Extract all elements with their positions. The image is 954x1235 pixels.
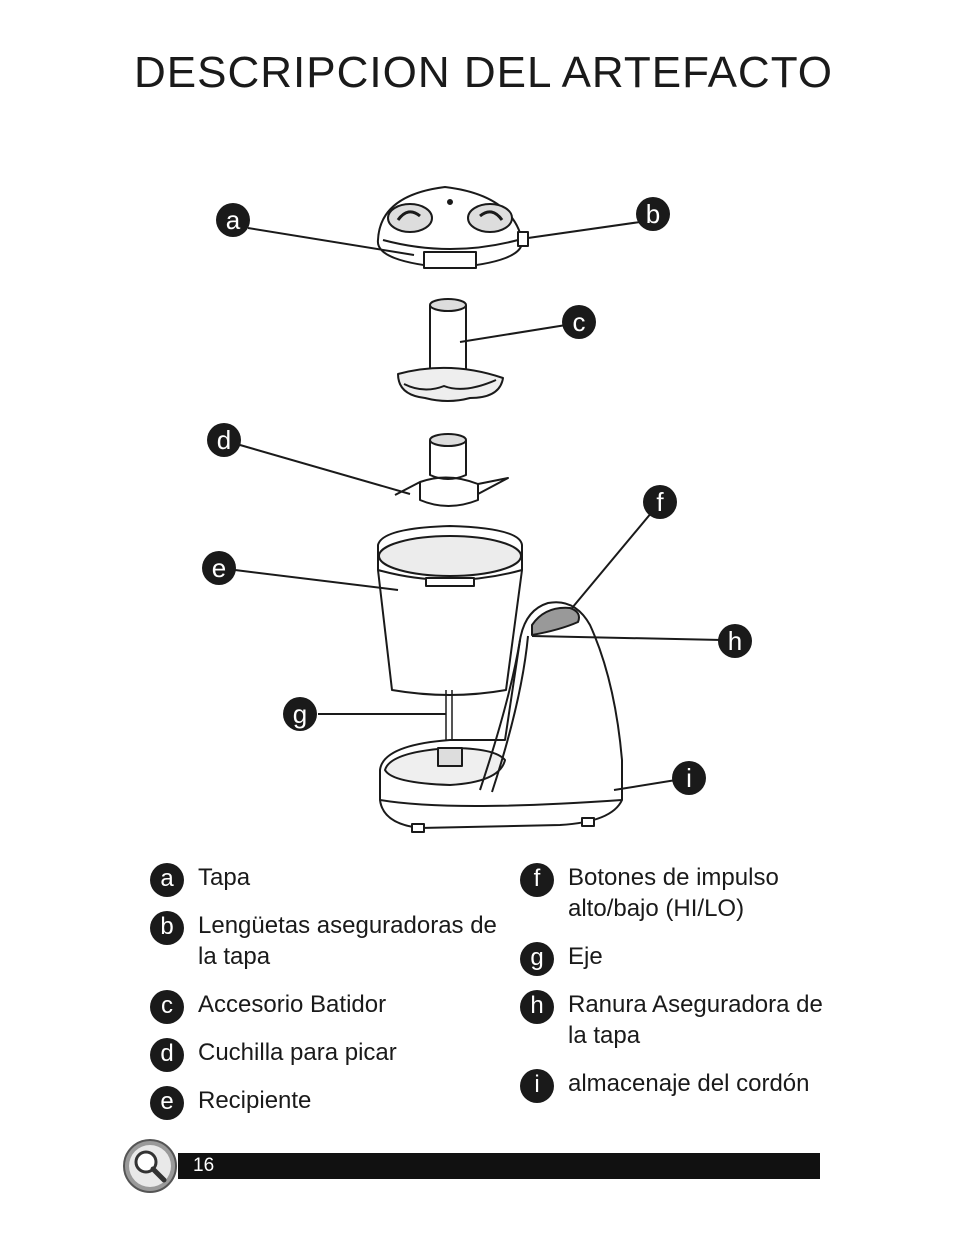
callout-i: i bbox=[672, 761, 706, 795]
bowl-part bbox=[377, 525, 523, 696]
legend-text-g: Eje bbox=[568, 943, 603, 970]
legend-badge-a: a bbox=[150, 863, 184, 897]
legend-item-c: c Accesorio Batidor bbox=[150, 989, 498, 1024]
legend-item-f: f Botones de impulso alto/bajo (HI/LO) bbox=[520, 862, 818, 924]
legend-badge-e: e bbox=[150, 1086, 184, 1120]
callout-a-label: a bbox=[226, 205, 241, 235]
callout-g-label: g bbox=[293, 699, 307, 729]
appliance-diagram: a b c d e f h g i bbox=[202, 186, 752, 833]
footer-bar bbox=[178, 1153, 820, 1179]
legend-item-g: g Eje bbox=[520, 941, 828, 976]
legend-item-b: b Lengüetas aseguradoras de la tapa bbox=[150, 910, 498, 972]
legend-text-a: Tapa bbox=[198, 864, 251, 891]
legend-badge-h: h bbox=[520, 990, 554, 1024]
legend-badge-c: c bbox=[150, 990, 184, 1024]
legend-badge-d: d bbox=[150, 1038, 184, 1072]
legend-item-h: h Ranura Aseguradora de la tapa bbox=[520, 989, 828, 1051]
callout-i-label: i bbox=[686, 763, 692, 793]
callout-b-label: b bbox=[646, 199, 660, 229]
callout-e: e bbox=[202, 551, 236, 585]
callout-f-label: f bbox=[656, 487, 664, 517]
callout-d-label: d bbox=[217, 425, 231, 455]
legend-item-i: i almacenaje del cordón bbox=[520, 1068, 828, 1103]
callout-g: g bbox=[283, 697, 317, 731]
magnifier-icon bbox=[123, 1139, 177, 1193]
page-number: 16 bbox=[193, 1155, 215, 1176]
callout-f: f bbox=[643, 485, 677, 519]
callout-h: h bbox=[718, 624, 752, 658]
legend-item-a: a Tapa bbox=[150, 862, 498, 897]
legend-text-d: Cuchilla para picar bbox=[198, 1039, 397, 1066]
legend-item-d: d Cuchilla para picar bbox=[150, 1037, 498, 1072]
legend-text-e: Recipiente bbox=[198, 1087, 312, 1114]
callout-e-label: e bbox=[212, 553, 226, 583]
callout-b: b bbox=[636, 197, 670, 231]
legend-text-f: Botones de impulso alto/bajo (HI/LO) bbox=[568, 864, 779, 922]
callout-d: d bbox=[207, 423, 241, 457]
legend-left-column: a Tapa b Lengüetas aseguradoras de la ta… bbox=[150, 862, 498, 1133]
callout-a: a bbox=[216, 203, 250, 237]
lid-part bbox=[376, 186, 529, 269]
legend-text-c: Accesorio Batidor bbox=[198, 991, 387, 1018]
callout-h-label: h bbox=[728, 626, 742, 656]
legend-item-e: e Recipiente bbox=[150, 1085, 498, 1120]
legend-text-h: Ranura Aseguradora de la tapa bbox=[568, 991, 823, 1049]
legend-badge-f: f bbox=[520, 863, 554, 897]
legend-right-column: f Botones de impulso alto/bajo (HI/LO) g… bbox=[520, 862, 828, 1116]
whisk-part bbox=[397, 298, 504, 402]
legend-text-i: almacenaje del cordón bbox=[568, 1070, 810, 1097]
legend-text-b: Lengüetas aseguradoras de la tapa bbox=[198, 912, 497, 970]
blade-part bbox=[394, 433, 509, 507]
callout-c: c bbox=[562, 305, 596, 339]
base-part bbox=[379, 601, 623, 833]
legend-badge-g: g bbox=[520, 942, 554, 976]
legend-badge-b: b bbox=[150, 911, 184, 945]
legend-badge-i: i bbox=[520, 1069, 554, 1103]
callout-c-label: c bbox=[573, 307, 586, 337]
page-title: DESCRIPCION DEL ARTEFACTO bbox=[134, 48, 834, 97]
